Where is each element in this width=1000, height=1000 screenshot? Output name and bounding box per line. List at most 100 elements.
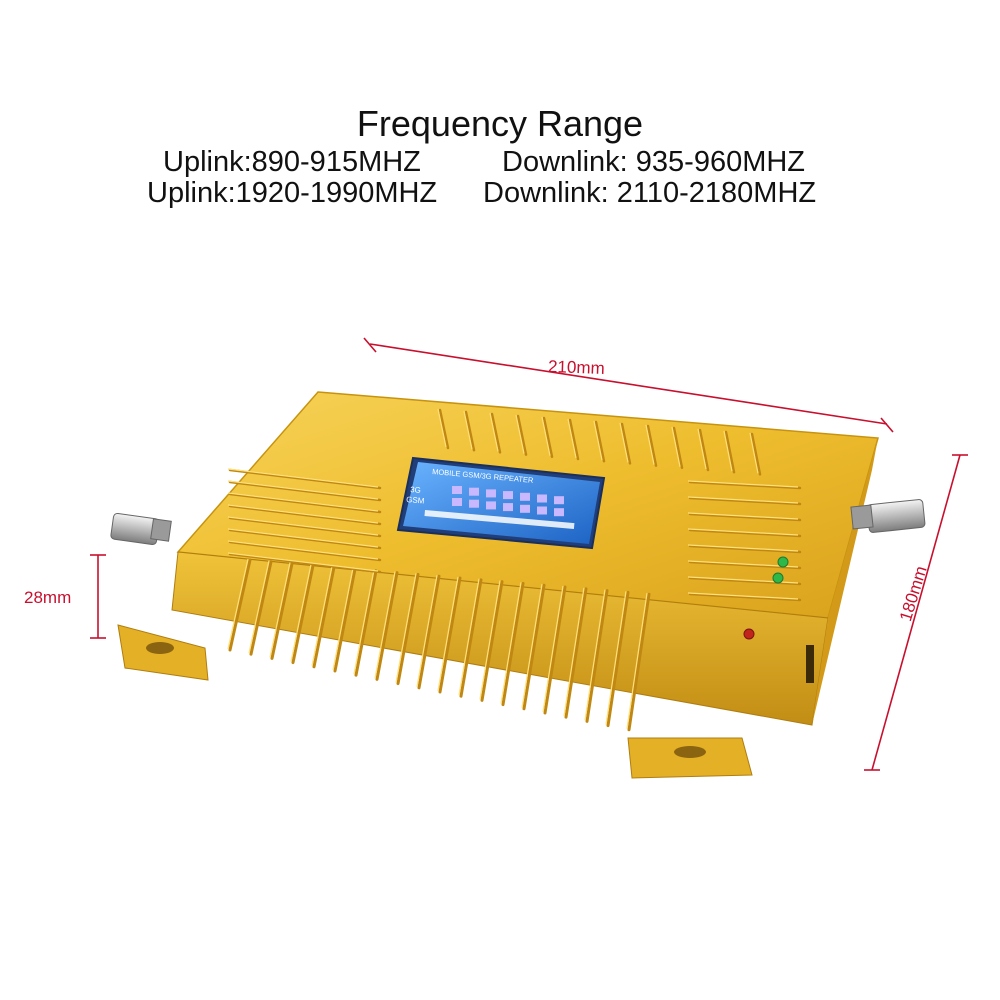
heat-sink-fin-highlight [437, 408, 447, 448]
heat-sink-fin-highlight [687, 528, 799, 536]
heat-sink-fin [228, 504, 382, 526]
heat-sink-fin-highlight [723, 430, 733, 472]
heat-sink-fin [312, 565, 336, 669]
height-label: 28mm [24, 588, 72, 607]
heat-sink-fin [228, 492, 382, 514]
lcd-signal-bar [452, 498, 462, 506]
lcd-signal-bar [486, 489, 496, 498]
heat-sink-fin-highlight [687, 544, 799, 552]
heat-sink-fin-highlight [626, 593, 648, 729]
heat-sink-fin-highlight [541, 416, 551, 456]
heat-sink-fin-highlight [227, 558, 249, 650]
left-n-connector [110, 512, 172, 546]
lcd-panel: MOBILE GSM/3G REPEATER 3G GSM [396, 456, 606, 550]
heat-sink-fin [698, 428, 710, 472]
heat-sink-fin-highlight [248, 560, 270, 654]
lcd-signal-bar [520, 492, 530, 501]
depth-dimension [864, 454, 968, 771]
heat-sink-fin [585, 589, 609, 723]
heat-sink-fins [227, 408, 802, 732]
heat-sink-fin [228, 558, 252, 652]
heat-sink-fin [688, 592, 802, 602]
heat-sink-fin [522, 583, 546, 711]
heat-sink-fin-highlight [521, 584, 543, 708]
heat-sink-fin [516, 414, 528, 456]
lcd-band-gsm: GSM [406, 495, 425, 506]
heat-sink-fin [564, 587, 588, 719]
heat-sink-fin-highlight [227, 468, 379, 488]
lcd-signal-bar [537, 506, 547, 515]
heat-sink-fin-highlight [605, 591, 627, 725]
heat-sink-fin [417, 574, 441, 690]
heat-sink-fin [480, 580, 504, 702]
heat-sink-fin-highlight [353, 569, 375, 675]
heat-sink-fin [459, 578, 483, 698]
heat-sink-fin-highlight [395, 573, 417, 683]
heat-sink-fin-highlight [584, 589, 606, 721]
heat-sink-fin-highlight [542, 585, 564, 713]
heat-sink-fin-highlight [227, 528, 379, 548]
heat-sink-fin [688, 528, 802, 538]
heat-sink-fin [375, 571, 399, 681]
lcd-signal-bar [452, 486, 462, 494]
heat-sink-fin [228, 528, 382, 550]
heat-sink-fin-highlight [687, 512, 799, 520]
lcd-signal-bar [537, 494, 547, 503]
heat-sink-fin [228, 516, 382, 538]
status-led-green-1 [777, 556, 789, 568]
status-led-green-2 [772, 572, 784, 584]
heat-sink-fin [724, 430, 736, 474]
lcd-signal-bar [469, 499, 479, 508]
heat-sink-fin-highlight [269, 562, 291, 658]
heat-sink-fin [594, 420, 606, 463]
heat-sink-fin-highlight [749, 432, 759, 474]
heat-sink-fin-highlight [567, 418, 577, 459]
heat-sink-fin [228, 540, 382, 562]
lcd-progress-strip [424, 510, 575, 530]
heat-sink-fin-highlight [489, 412, 499, 452]
heat-sink-fin [672, 426, 684, 470]
heat-sink-fin [333, 567, 357, 673]
heat-sink-fin [606, 590, 630, 728]
lcd-signal-bars [452, 486, 564, 517]
heat-sink-fin [354, 569, 378, 677]
uplink-band1: Uplink:890-915MHZ [163, 146, 421, 178]
lcd-signal-bar [554, 496, 564, 505]
heat-sink-fin-highlight [290, 564, 312, 662]
width-label: 210mm [547, 357, 606, 378]
heat-sink-fin [543, 585, 567, 715]
heat-sink-fin [750, 432, 762, 476]
frequency-title: Frequency Range [356, 103, 644, 144]
lcd-signal-bar [503, 491, 513, 500]
heat-sink-fin-highlight [645, 424, 655, 465]
heat-sink-fin-highlight [227, 504, 379, 524]
lcd-signal-bar [554, 508, 564, 517]
heat-sink-fin [490, 412, 502, 454]
heat-sink-fin-highlight [619, 422, 629, 463]
heat-sink-fin-highlight [227, 480, 379, 500]
heat-sink-fin-highlight [671, 426, 681, 467]
heat-sink-fin-highlight [437, 576, 459, 692]
lcd-signal-bar [520, 504, 530, 513]
lcd-signal-bar [503, 503, 513, 512]
heat-sink-fin [688, 512, 802, 522]
heat-sink-fin-highlight [374, 571, 396, 679]
heat-sink-fin [228, 480, 382, 502]
heat-sink-fin-highlight [687, 480, 799, 488]
heat-sink-fin [620, 422, 632, 465]
heat-sink-fin [542, 416, 554, 459]
heat-sink-fin-highlight [687, 592, 799, 600]
heat-sink-fin-highlight [227, 516, 379, 536]
heat-sink-fin-highlight [458, 578, 480, 696]
heat-sink-fin [249, 560, 273, 656]
heat-sink-fin [688, 576, 802, 586]
heat-sink-fin [228, 552, 382, 574]
alarm-led-red [743, 628, 755, 640]
downlink-band2: Downlink: 2110-2180MHZ [483, 177, 817, 209]
right-n-connector [850, 499, 926, 533]
left-mounting-hole [146, 642, 174, 654]
downlink-band1: Downlink: 935-960MHZ [502, 146, 806, 178]
width-dimension [363, 337, 894, 433]
heat-sink-fin-highlight [697, 428, 707, 470]
heat-sink-fin [270, 562, 294, 660]
